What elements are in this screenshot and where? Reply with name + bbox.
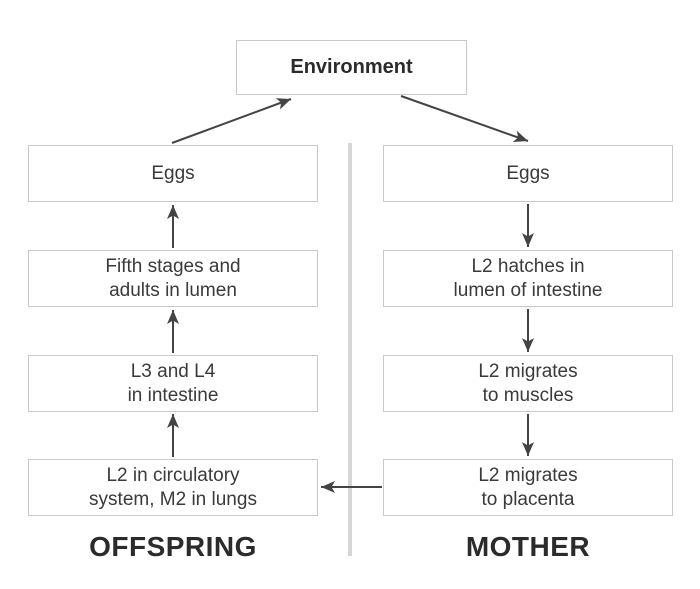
node-label-line: L2 migrates — [478, 465, 578, 487]
node-mother-l2-muscles: L2 migrates to muscles — [383, 355, 673, 412]
node-label-line: adults in lumen — [109, 279, 237, 301]
node-environment: Environment — [236, 40, 467, 95]
arrow-offspring-eggs-to-environment — [171, 98, 292, 144]
mother-column-label: MOTHER — [465, 531, 591, 562]
node-label-line: to placenta — [481, 488, 575, 510]
node-label-line: Fifth stages and — [105, 256, 241, 278]
node-mother-l2-placenta: L2 migrates to placenta — [383, 459, 673, 516]
node-label-line: L2 migrates — [478, 361, 578, 383]
offspring-column-label: OFFSPRING — [89, 531, 257, 562]
node-offspring-l3-l4-intestine: L3 and L4 in intestine — [28, 355, 318, 412]
node-mother-l2-hatches: L2 hatches in lumen of intestine — [383, 250, 673, 307]
node-label-line: L3 and L4 — [130, 361, 216, 383]
node-label-line: Eggs — [506, 162, 550, 184]
node-offspring-l2-circulatory: L2 in circulatory system, M2 in lungs — [28, 459, 318, 516]
node-environment-label: Environment — [290, 56, 413, 79]
node-label-line: Eggs — [151, 162, 195, 184]
column-divider — [348, 143, 352, 556]
node-label-line: to muscles — [482, 384, 574, 406]
arrow-environment-to-mother-eggs — [400, 95, 529, 142]
node-label-line: lumen of intestine — [453, 279, 603, 301]
node-label-line: L2 hatches in — [471, 256, 585, 278]
node-offspring-adults-in-lumen: Fifth stages and adults in lumen — [28, 250, 318, 307]
node-mother-eggs: Eggs — [383, 145, 673, 202]
node-label-line: in intestine — [127, 384, 219, 406]
node-label-line: system, M2 in lungs — [89, 488, 257, 510]
node-offspring-eggs: Eggs — [28, 145, 318, 202]
node-label-line: L2 in circulatory — [106, 465, 240, 487]
